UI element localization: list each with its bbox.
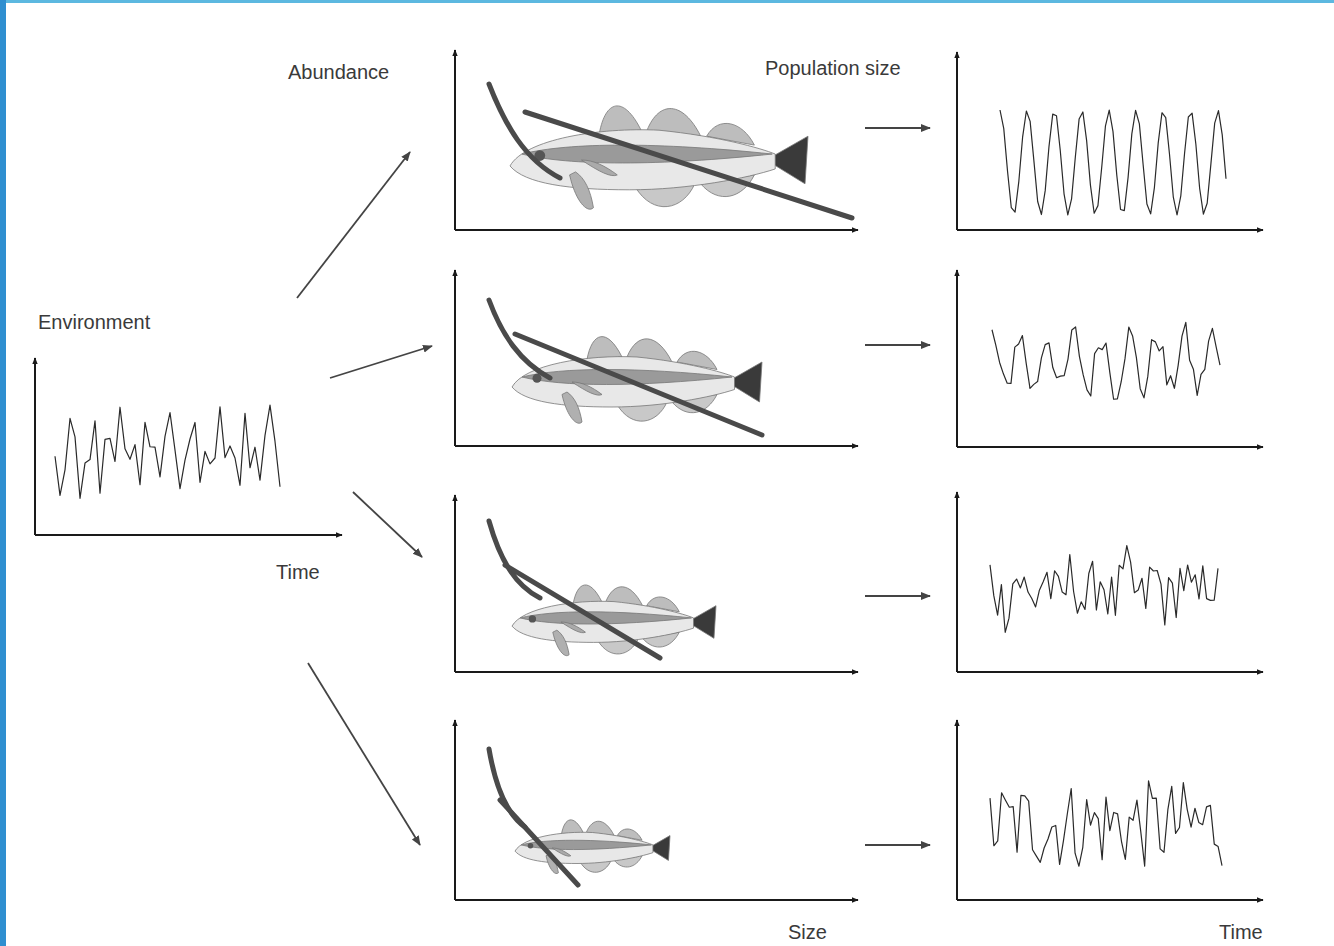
x-axis: [455, 445, 858, 447]
flow-arrow: [297, 152, 410, 298]
fish-back-shade: [520, 612, 691, 624]
pelvic-fin: [570, 172, 594, 209]
chart-axes: [957, 270, 1263, 447]
x-axis: [455, 899, 858, 901]
y-axis: [454, 50, 456, 230]
chart-axes: [957, 52, 1263, 230]
pelvic-fin: [553, 630, 569, 656]
y-axis: [956, 492, 958, 672]
flow-arrow: [865, 127, 930, 129]
x-axis: [455, 671, 858, 673]
flow-arrow: [330, 346, 432, 378]
axis-label: Time: [276, 561, 320, 583]
flow-arrow: [865, 844, 930, 846]
population-series: [990, 781, 1222, 866]
axis-label: Size: [788, 921, 827, 943]
population-series: [992, 322, 1220, 399]
x-axis: [957, 446, 1263, 448]
chart-axes: [455, 270, 858, 446]
abundance-line: [515, 334, 762, 435]
fish-illustration: [512, 585, 716, 656]
flow-arrow: [865, 344, 930, 346]
abundance-line: [500, 800, 578, 885]
pelvic-fin: [562, 392, 582, 423]
x-axis: [35, 534, 342, 536]
abundance-curve: [489, 749, 525, 827]
y-axis: [454, 720, 456, 900]
abundance-curve: [489, 521, 540, 598]
chart-axes: [455, 720, 858, 900]
dorsal-fin: [587, 337, 622, 360]
y-axis: [454, 270, 456, 446]
flow-arrow: [353, 492, 422, 557]
chart-axes: [957, 720, 1263, 900]
fish-body: [512, 357, 735, 407]
population-series: [990, 546, 1218, 633]
x-axis: [957, 671, 1263, 673]
pectoral-fin: [582, 160, 618, 176]
pectoral-fin: [552, 848, 571, 856]
x-axis: [957, 899, 1263, 901]
axis-title: Population size: [765, 57, 901, 79]
pectoral-fin: [561, 622, 585, 633]
abundance-line: [525, 112, 852, 218]
dorsal-fin: [573, 585, 602, 604]
fish-eye: [529, 615, 536, 622]
abundance-line: [505, 565, 660, 658]
y-axis: [34, 358, 36, 535]
x-axis: [957, 229, 1263, 231]
dorsal-fin: [599, 106, 641, 133]
axis-title: Environment: [38, 311, 150, 333]
fish-eye: [528, 843, 534, 849]
y-axis: [956, 270, 958, 447]
fish-eye: [533, 374, 542, 383]
y-axis: [956, 720, 958, 900]
environment-series: [55, 405, 280, 498]
pectoral-fin: [572, 382, 602, 395]
flow-arrow: [865, 595, 930, 597]
frame-border: [4, 2, 1334, 946]
chart-axes: [957, 492, 1263, 672]
chart-axes: [35, 358, 342, 535]
fish-illustration: [515, 820, 670, 874]
abundance-curve: [489, 300, 550, 378]
axis-label: Time: [1219, 921, 1263, 943]
frame-left-band: [0, 0, 6, 946]
y-axis: [454, 495, 456, 672]
chart-axes: [455, 495, 858, 672]
axis-title: Abundance: [288, 61, 389, 83]
x-axis: [455, 229, 858, 231]
y-axis: [956, 52, 958, 230]
population-series: [1000, 110, 1226, 215]
flow-arrow: [308, 663, 420, 845]
abundance-curve: [489, 84, 560, 178]
